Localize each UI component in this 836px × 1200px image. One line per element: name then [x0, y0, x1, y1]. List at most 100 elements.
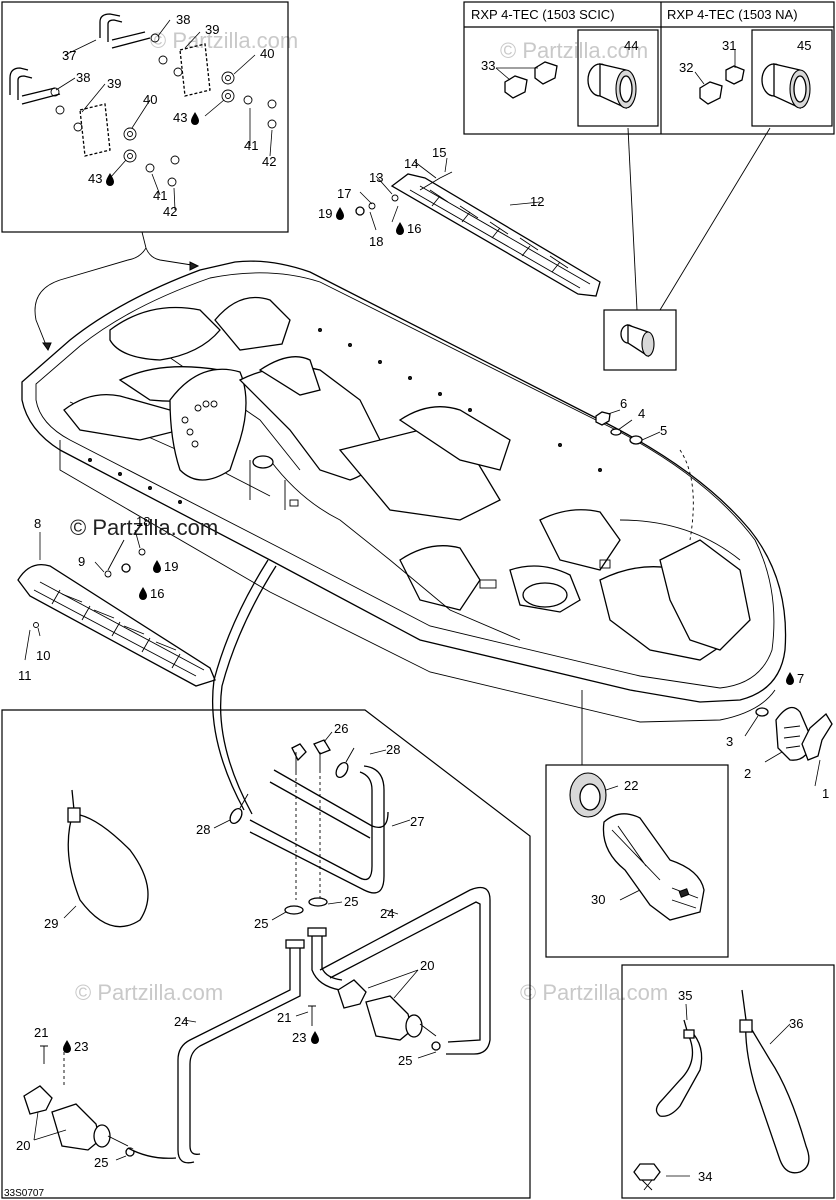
part-number-42: 42	[163, 204, 177, 219]
watermark-main: © Partzilla.com	[70, 515, 218, 540]
y-fitting	[291, 743, 307, 762]
bilge-pump	[23, 1085, 177, 1159]
front-storage-lid	[659, 539, 751, 651]
part-number-24: 24	[174, 1014, 188, 1029]
part-number-17: 17	[337, 186, 351, 201]
drop-icon	[311, 1031, 319, 1044]
part-number-43: 43	[88, 171, 102, 186]
drop-icon	[336, 207, 344, 220]
part-number-25: 25	[254, 916, 268, 931]
drop-icon	[396, 222, 404, 235]
variant-frame	[463, 1, 835, 135]
drop-icon	[63, 1040, 71, 1053]
hose-clamp	[335, 761, 349, 779]
push-clip	[633, 1163, 661, 1181]
hose-clamp	[284, 905, 304, 915]
part-number-21: 21	[34, 1025, 48, 1040]
sleeve-part	[761, 63, 811, 110]
part-number-43: 43	[173, 110, 187, 125]
hose-clamp	[229, 807, 243, 825]
part-number-25: 25	[94, 1155, 108, 1170]
variant-header-na: RXP 4-TEC (1503 NA)	[667, 7, 798, 22]
rail-fasteners-left: 9 18 19 16 10 11	[18, 514, 178, 683]
part-number-42: 42	[262, 154, 276, 169]
part-number-1: 1	[822, 786, 829, 801]
hose-24	[177, 946, 291, 1164]
part-number-13: 13	[369, 170, 383, 185]
ties-inset: 35 36 34	[621, 964, 835, 1199]
part-number-18: 18	[136, 514, 150, 529]
part-number-31: 31	[722, 38, 736, 53]
part-number-5: 5	[660, 423, 667, 438]
part-number-3: 3	[726, 734, 733, 749]
part-number-39: 39	[205, 22, 219, 37]
watermark-layer: © Partzilla.com © Partzilla.com © Partzi…	[75, 28, 668, 1005]
part-number-23: 23	[292, 1030, 306, 1045]
part-number-4: 4	[638, 406, 645, 421]
cable-tie	[741, 989, 810, 1174]
part-number-39: 39	[107, 76, 121, 91]
part-number-16: 16	[407, 221, 421, 236]
part-number-40: 40	[143, 92, 157, 107]
part-number-40: 40	[260, 46, 274, 61]
part-number-8: 8	[34, 516, 41, 531]
side-rail-left: 8	[17, 516, 216, 687]
part-number-29: 29	[44, 916, 58, 931]
inset-frame	[1, 1, 289, 233]
intake-inset: 22 30	[545, 690, 729, 958]
part-number-11: 11	[18, 668, 32, 683]
bilge-system-inset: 27 28 28 26 25 25 24 24	[1, 559, 531, 1199]
part-number-38: 38	[176, 12, 190, 27]
part-number-25: 25	[398, 1053, 412, 1068]
cable-tie	[67, 789, 149, 928]
callout-arrow	[34, 231, 199, 351]
part-number-34: 34	[698, 1169, 712, 1184]
part-number-45: 45	[797, 38, 811, 53]
part-number-19: 19	[318, 206, 332, 221]
side-rail-right: 12	[390, 173, 601, 297]
drop-icon	[153, 560, 161, 573]
part-number-30: 30	[591, 892, 605, 907]
watermark-text: © Partzilla.com	[150, 28, 298, 53]
support-bracket	[79, 103, 111, 157]
part-number-41: 41	[244, 138, 258, 153]
hose-24	[311, 934, 343, 991]
drop-icon	[191, 112, 199, 125]
drop-icon	[786, 672, 794, 685]
part-number-9: 9	[78, 554, 85, 569]
watermark-text: © Partzilla.com	[500, 38, 648, 63]
part-number-23: 23	[74, 1039, 88, 1054]
bilge-frame	[1, 709, 531, 1199]
intake-frame	[545, 764, 729, 958]
part-number-19: 19	[164, 559, 178, 574]
part-number-32: 32	[679, 60, 693, 75]
part-number-27: 27	[410, 814, 424, 829]
part-number-38: 38	[76, 70, 90, 85]
grab-handle	[9, 67, 33, 100]
part-number-21: 21	[277, 1010, 291, 1025]
sleeve-location-box	[603, 309, 677, 371]
part-number-24: 24	[380, 906, 394, 921]
variant-header-scic: RXP 4-TEC (1503 SCIC)	[471, 7, 615, 22]
part-number-18: 18	[369, 234, 383, 249]
part-number-26: 26	[334, 721, 348, 736]
part-number-28: 28	[196, 822, 210, 837]
part-number-28: 28	[386, 742, 400, 757]
hose-clamp	[308, 897, 328, 907]
part-45-box	[751, 29, 833, 127]
part-number-6: 6	[620, 396, 627, 411]
hose	[211, 559, 269, 811]
y-fitting	[313, 739, 331, 755]
part-number-7: 7	[797, 671, 804, 686]
rear-seat	[214, 296, 291, 351]
hull-body	[21, 260, 787, 723]
part-number-20: 20	[16, 1138, 30, 1153]
watermark-text: © Partzilla.com	[520, 980, 668, 1005]
clamp-part	[725, 65, 745, 85]
part-number-35: 35	[678, 988, 692, 1003]
storage-bin	[109, 306, 221, 361]
support-bracket	[179, 43, 211, 97]
front-console	[399, 545, 481, 611]
part-number-36: 36	[789, 1016, 803, 1031]
